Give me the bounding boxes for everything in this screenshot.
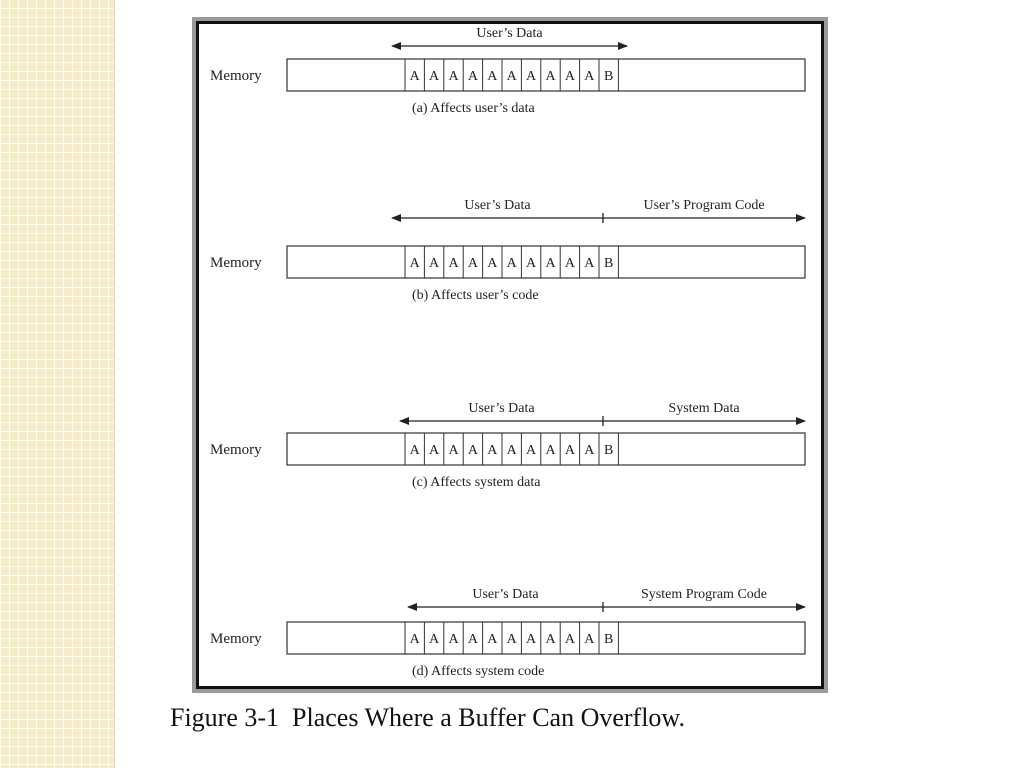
buffer-cell: A [468,443,479,458]
buffer-cell: A [448,69,459,84]
buffer-cell: A [468,69,479,84]
figure-caption: Figure 3-1 Places Where a Buffer Can Ove… [170,703,686,732]
buffer-cell: A [507,443,518,458]
buffer-cell: A [565,69,576,84]
buffer-cell: A [487,443,498,458]
buffer-cell: A [410,256,421,271]
memory-bar [286,432,806,466]
buffer-cell: A [487,632,498,647]
buffer-cell: A [507,632,518,647]
buffer-cell: A [526,69,537,84]
side-pattern-decoration [0,0,114,768]
left-region-label: User’s Data [468,401,535,416]
right-region-label: System Program Code [641,587,767,602]
right-region-label: System Data [668,401,740,416]
memory-label: Memory [210,255,262,271]
buffer-cell: A [526,443,537,458]
buffer-cell: A [545,443,556,458]
buffer-cell: A [584,69,595,84]
buffer-cell: A [584,443,595,458]
side-pattern-edge [114,0,115,768]
memory-label: Memory [210,68,262,84]
buffer-cell: A [448,632,459,647]
buffer-cell: A [429,443,440,458]
buffer-cell: B [604,632,613,647]
buffer-cell: A [429,256,440,271]
buffer-cell: A [468,256,479,271]
buffer-cell: A [448,256,459,271]
buffer-cell: A [526,632,537,647]
buffer-cell: A [507,69,518,84]
buffer-cell: A [584,256,595,271]
buffer-cell: A [487,256,498,271]
memory-label: Memory [210,631,262,647]
panel-sublabel: (d) Affects system code [412,664,544,679]
buffer-cell: A [507,256,518,271]
buffer-cell: B [604,69,613,84]
buffer-cell: A [526,256,537,271]
left-region-label: User’s Data [464,198,531,213]
buffer-cell: A [410,632,421,647]
buffer-cell: A [429,69,440,84]
buffer-cell: A [448,443,459,458]
buffer-cell: A [429,632,440,647]
buffer-cell: A [410,69,421,84]
figure-panel [196,21,824,689]
panel-sublabel: (a) Affects user’s data [412,101,535,116]
buffer-cell: A [545,69,556,84]
buffer-cell: A [468,632,479,647]
right-region-label: User’s Program Code [643,198,764,213]
left-region-label: User’s Data [476,26,543,41]
buffer-cell: A [565,443,576,458]
buffer-cell: A [545,632,556,647]
buffer-cell: A [565,256,576,271]
memory-bar [286,245,806,279]
buffer-cell: A [410,443,421,458]
panel-sublabel: (b) Affects user’s code [412,288,539,303]
buffer-cell: B [604,443,613,458]
panel-sublabel: (c) Affects system data [412,475,541,490]
buffer-cell: A [565,632,576,647]
buffer-cell: A [545,256,556,271]
memory-bar [286,58,806,92]
figure-frame [192,17,828,693]
buffer-cell: B [604,256,613,271]
buffer-cell: A [487,69,498,84]
memory-bar [286,621,806,655]
memory-label: Memory [210,442,262,458]
left-region-label: User’s Data [472,587,539,602]
buffer-cell: A [584,632,595,647]
